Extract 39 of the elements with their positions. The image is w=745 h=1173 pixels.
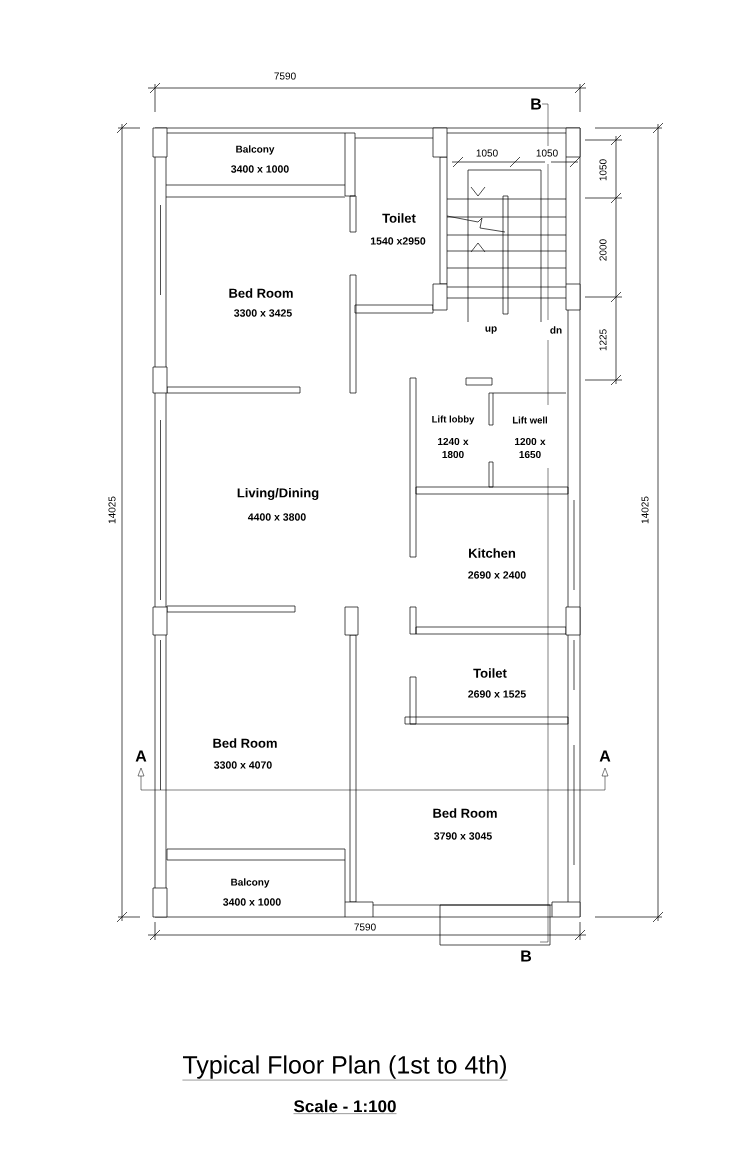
dimension-text: 1050: [536, 149, 558, 157]
dimension-text: 1050: [599, 159, 607, 181]
room-label: Toilet: [473, 668, 507, 678]
dimension-text: 7590: [354, 923, 376, 931]
caption: Scale - 1:100: [293, 1099, 397, 1114]
room-label: Toilet: [382, 213, 416, 223]
room-size: 1240 x 1800: [438, 437, 469, 459]
dimension-text: 14025: [108, 496, 116, 524]
room-size: 1200 x 1650: [515, 437, 546, 459]
room-size: 2690 x 2400: [468, 571, 526, 579]
section-marker: B: [521, 950, 532, 962]
room-label: Bed Room: [433, 808, 497, 818]
room-label: Lift lobby: [432, 415, 475, 425]
dimension-text: 7590: [274, 72, 296, 80]
room-size: 3400 x 1000: [223, 898, 281, 906]
stair-label: dn: [550, 326, 562, 334]
section-marker: A: [599, 750, 611, 762]
section-marker: B: [531, 98, 542, 110]
room-size: 3300 x 3425: [234, 309, 292, 317]
room-label: Lift well: [512, 416, 547, 424]
room-label: Bed Room: [213, 738, 277, 748]
room-size: 3300 x 4070: [214, 761, 272, 769]
dimension-text: 14025: [641, 496, 649, 524]
room-size: 2690 x 1525: [468, 690, 526, 698]
room-size: 3400 x 1000: [231, 165, 289, 173]
room-label: Balcony: [236, 145, 275, 155]
room-label: Balcony: [231, 878, 270, 888]
title: Typical Floor Plan (1st to 4th): [182, 1055, 508, 1081]
dimension-text: 1225: [599, 329, 607, 351]
room-label: Bed Room: [229, 288, 293, 298]
room-label: Living/Dining: [237, 487, 319, 501]
room-size: 3790 x 3045: [434, 832, 492, 840]
room-size: 1540 x2950: [370, 237, 426, 245]
room-size: 4400 x 3800: [247, 513, 306, 521]
dimension-text: 1050: [476, 149, 498, 157]
stair-label: up: [485, 326, 497, 334]
section-marker: A: [135, 750, 147, 762]
room-label: Kitchen: [469, 548, 516, 558]
dimension-text: 2000: [599, 239, 607, 261]
